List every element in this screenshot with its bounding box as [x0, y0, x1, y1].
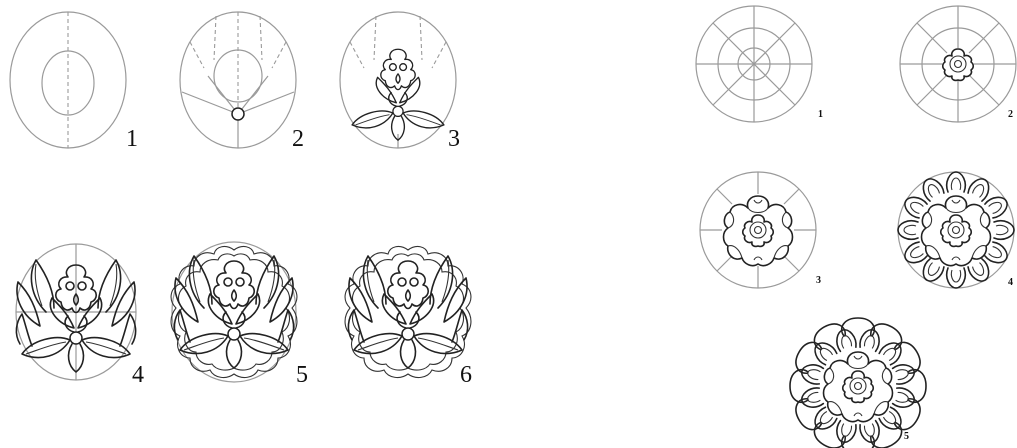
lotus-step-5-label: 5 — [296, 363, 308, 387]
rosette-step-4-label: 4 — [1008, 278, 1013, 288]
lotus-step-1-label: 1 — [126, 127, 138, 151]
lotus-step-6-figure — [345, 247, 471, 378]
rosette-step-1-figure — [696, 6, 812, 122]
lotus-step-4-figure — [16, 244, 136, 380]
lotus-step-6-label: 6 — [460, 363, 472, 387]
lotus-step-3-figure — [340, 12, 456, 148]
lotus-step-1-figure — [10, 12, 126, 148]
lotus-step-2-label: 2 — [292, 127, 304, 151]
rosette-step-5-label: 5 — [904, 432, 909, 442]
rosette-step-2-label: 2 — [1008, 110, 1013, 120]
rosette-step-2-figure — [900, 6, 1016, 122]
rosette-step-3-label: 3 — [816, 276, 821, 286]
rosette-step-5-figure — [790, 318, 926, 448]
lotus-step-2-figure — [180, 12, 296, 148]
rosette-step-3-figure — [700, 172, 816, 288]
rosette-step-1-label: 1 — [818, 110, 823, 120]
rosette-step-4-figure — [898, 172, 1014, 288]
lotus-step-3-label: 3 — [448, 127, 460, 151]
lotus-step-4-label: 4 — [132, 363, 144, 387]
lotus-step-5-figure — [171, 242, 297, 382]
